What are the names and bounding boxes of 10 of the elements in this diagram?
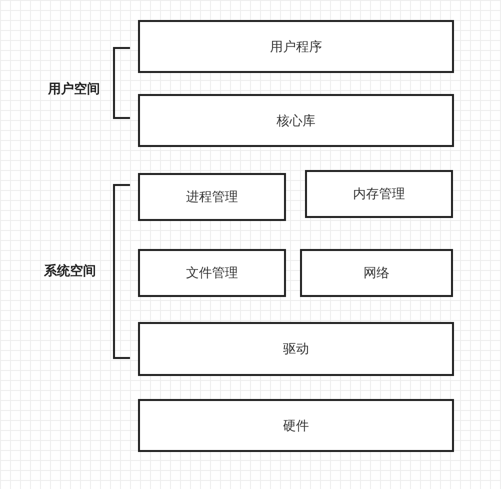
layer-box: 硬件 <box>138 399 454 452</box>
layer-box: 驱动 <box>138 322 454 376</box>
layer-box: 进程管理 <box>138 173 286 221</box>
layer-box: 用户程序 <box>138 20 454 73</box>
layer-box: 文件管理 <box>138 249 286 297</box>
layer-box: 网络 <box>300 249 453 297</box>
layer-box: 核心库 <box>138 94 454 147</box>
layer-box: 内存管理 <box>305 170 453 218</box>
group-label: 系统空间 <box>44 262 96 280</box>
group-label: 用户空间 <box>48 80 100 98</box>
